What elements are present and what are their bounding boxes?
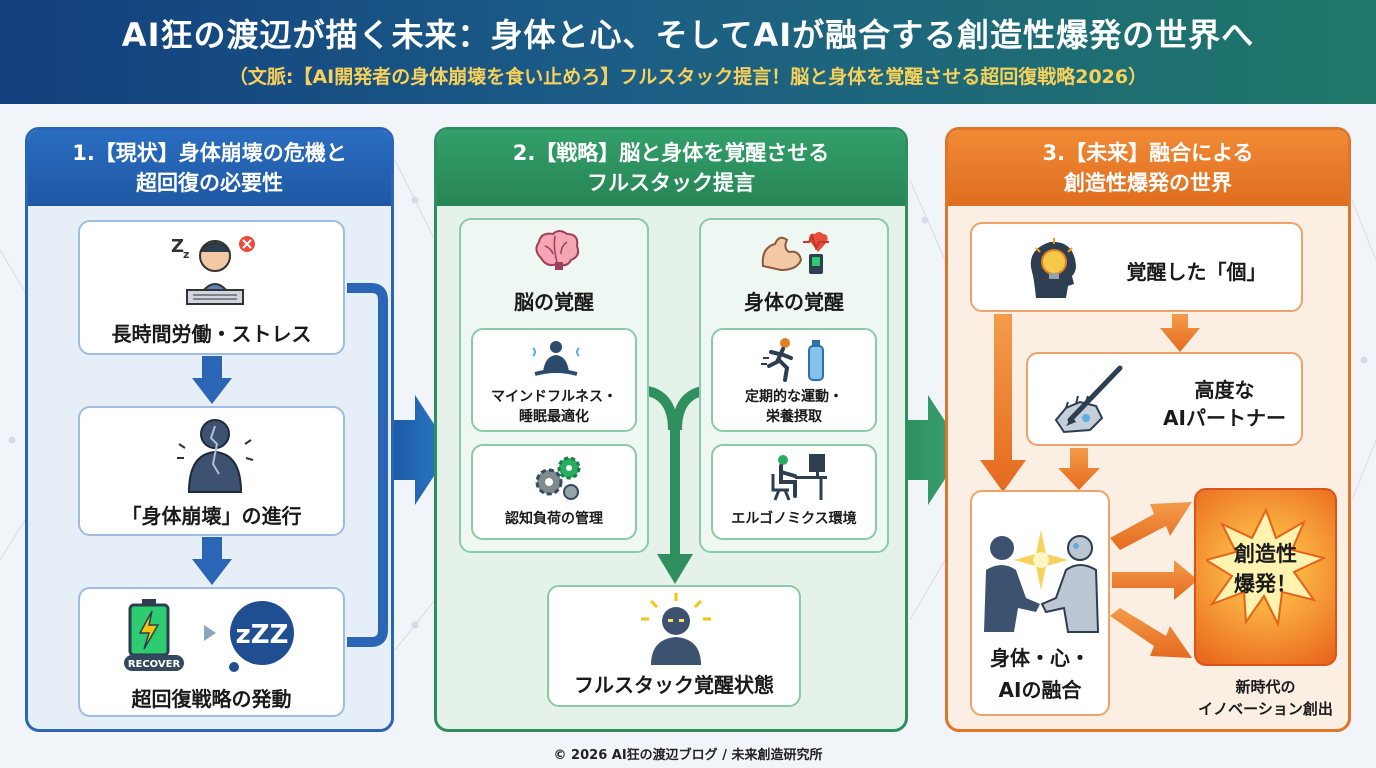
exercise-card: 定期的な運動・ 栄養摂取 <box>711 328 877 432</box>
mindfulness-card: マインドフルネス・ 睡眠最適化 <box>471 328 637 432</box>
panel1-title-line2: 超回復の必要性 <box>136 171 283 195</box>
burst-line2: 爆発！ <box>1234 572 1297 596</box>
step-body-collapse: 「身体崩壊」の進行 <box>78 406 345 536</box>
footer-copyright: © 2026 AI狂の渡辺ブログ / 未来創造研究所 <box>553 748 823 763</box>
step-recovery-strategy: RECOVER zZZ 超回復戦略の発動 <box>78 587 345 717</box>
brain-icon <box>535 230 580 270</box>
arrow-panel2-to-panel3 <box>906 395 964 505</box>
ergonomic-desk-icon <box>771 454 827 501</box>
body-heading: 身体の覚醒 <box>744 290 844 314</box>
awakened-individual: 覚醒した「個」 <box>970 222 1303 312</box>
runner-bottle-icon <box>761 338 824 382</box>
ergonomics-label: エルゴノミクス環境 <box>731 511 857 527</box>
panel-current-state: 1.【現状】身体崩壊の危機と 超回復の必要性 Z z 長時間労働・ストレス <box>25 127 394 732</box>
panel2-title-line2: フルスタック提言 <box>587 171 755 195</box>
header-banner: AI狂の渡辺が描く未来：身体と心、そしてAIが融合する創造性爆発の世界へ （文脈… <box>0 0 1376 104</box>
loop-connector <box>347 283 388 647</box>
down-arrow-2 <box>192 537 232 585</box>
arrow-panel1-to-panel2 <box>393 395 451 505</box>
panel2-header: 2.【戦略】脳と身体を覚醒させる フルスタック提言 <box>437 130 905 206</box>
creativity-burst: 創造性 爆発！ <box>1194 488 1337 666</box>
body-mind-ai-fusion: 身体・心・ AIの融合 <box>970 490 1110 716</box>
panel3-header: 3.【未来】融合による 創造性爆発の世界 <box>948 130 1348 206</box>
stressed-worker-icon: Z z <box>171 236 255 305</box>
svg-text:zZZ: zZZ <box>236 620 289 650</box>
cognitive-load-card: 認知負荷の管理 <box>471 444 637 540</box>
exercise-line2: 栄養摂取 <box>766 409 822 425</box>
lightbulb-head-icon <box>1030 238 1076 298</box>
panel1-title-line1: 1.【現状】身体崩壊の危機と <box>72 141 347 165</box>
innovation-line1: 新時代の <box>1235 678 1296 696</box>
future-flow-arrows <box>980 314 1200 658</box>
mindfulness-line2: 睡眠最適化 <box>519 409 589 425</box>
exercise-line1: 定期的な運動・ <box>745 389 843 405</box>
recover-badge: RECOVER <box>128 659 181 670</box>
robot-hand-pen-icon <box>1054 365 1123 434</box>
body-awakening-column: 身体の覚醒 定期的な運動・ 栄養摂取 エルゴノミクス環境 <box>699 218 889 553</box>
awakened-person-icon <box>641 593 711 665</box>
panel3-title-line2: 創造性爆発の世界 <box>1064 171 1232 195</box>
panel1-header: 1.【現状】身体崩壊の危機と 超回復の必要性 <box>28 130 391 206</box>
step3-label: 超回復戦略の発動 <box>131 687 292 711</box>
meditation-icon <box>532 341 580 376</box>
panel-strategy: 2.【戦略】脳と身体を覚醒させる フルスタック提言 脳の覚醒 マインドフルネス・… <box>434 127 908 732</box>
brain-heading: 脳の覚醒 <box>514 290 594 314</box>
muscle-heart-icon <box>761 232 829 274</box>
fullstack-label: フルスタック覚醒状態 <box>574 673 774 697</box>
page-subtitle: （文脈:【AI開発者の身体崩壊を食い止めろ】フルスタック提言！脳と身体を覚醒させ… <box>228 66 1148 88</box>
burst-line1: 創造性 <box>1234 542 1297 566</box>
brain-awakening-column: 脳の覚醒 マインドフルネス・ 睡眠最適化 認知負荷の管理 <box>459 218 649 553</box>
innovation-line2: イノベーション創出 <box>1198 700 1333 718</box>
human-ai-handshake-icon <box>984 530 1100 633</box>
partner-line2: AIパートナー <box>1163 406 1286 430</box>
panel2-title-line1: 2.【戦略】脳と身体を覚醒させる <box>512 141 830 165</box>
panel-future: 3.【未来】融合による 創造性爆発の世界 覚醒した「個」 <box>945 127 1351 732</box>
cognitive-load-label: 認知負荷の管理 <box>505 511 603 527</box>
individual-label: 覚醒した「個」 <box>1126 260 1267 284</box>
step-long-hours: Z z 長時間労働・ストレス <box>78 220 345 355</box>
svg-text:Z: Z <box>171 236 184 257</box>
down-arrow-1 <box>192 356 232 404</box>
fusion-line2: AIの融合 <box>998 678 1082 702</box>
page-title: AI狂の渡辺が描く未来：身体と心、そしてAIが融合する創造性爆発の世界へ <box>121 16 1255 54</box>
partner-line1: 高度な <box>1194 378 1255 402</box>
gears-icon <box>535 456 581 500</box>
mindfulness-line1: マインドフルネス・ <box>491 389 617 405</box>
fullstack-awakened-state: フルスタック覚醒状態 <box>547 585 801 707</box>
step1-label: 長時間労働・ストレス <box>111 322 312 346</box>
panel3-title-line1: 3.【未来】融合による <box>1042 141 1254 165</box>
svg-text:z: z <box>183 248 189 261</box>
fusion-line1: 身体・心・ <box>990 646 1090 670</box>
explosion-icon <box>1206 508 1326 628</box>
cracked-body-icon <box>177 419 254 493</box>
ai-partner: 高度な AIパートナー <box>1026 352 1303 446</box>
battery-recover-icon: RECOVER zZZ <box>124 599 294 672</box>
step2-label: 「身体崩壊」の進行 <box>121 504 302 528</box>
ergonomics-card: エルゴノミクス環境 <box>711 444 877 540</box>
